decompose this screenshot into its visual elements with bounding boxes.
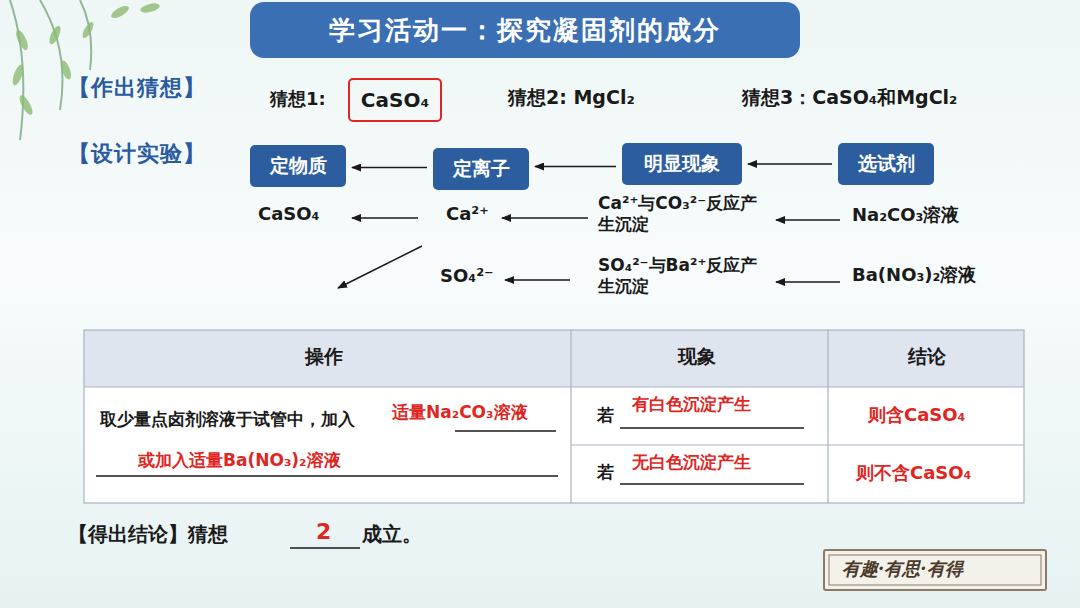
- title-text: 学习活动一：探究凝固剂的成分: [329, 13, 721, 48]
- phenomenon: SO₄²⁻与Ba²⁺反应产生沉淀: [598, 255, 768, 298]
- table-header: 现象: [678, 345, 716, 369]
- step-box: 选试剂: [838, 143, 934, 185]
- guess-label: 猜想3：CaSO₄和MgCl₂: [742, 86, 957, 110]
- answer-text: 或加入适量Ba(NO₃)₂溶液: [138, 450, 341, 471]
- answer-text: 2: [316, 518, 331, 546]
- conclusion-text: 【得出结论】猜想: [68, 522, 228, 547]
- conclusion-text: 成立。: [362, 522, 422, 547]
- guess-label: 猜想2: MgCl₂: [508, 86, 635, 110]
- section-heading: 【设计实验】: [68, 140, 206, 168]
- arrow-connector: [352, 167, 427, 169]
- answer-text: 无白色沉淀产生: [632, 452, 751, 473]
- arrow-connector: [748, 163, 832, 165]
- table-cell: 则含CaSO₄: [868, 404, 966, 427]
- title-band: 学习活动一：探究凝固剂的成分: [250, 2, 800, 58]
- ion: SO₄²⁻: [440, 265, 494, 288]
- step-box: 明显现象: [622, 143, 742, 185]
- phenomenon: Ca²⁺与CO₃²⁻反应产生沉淀: [598, 193, 768, 236]
- section-heading: 【作出猜想】: [68, 74, 206, 102]
- reagent: Ba(NO₃)₂溶液: [852, 264, 976, 287]
- box-text: CaSO₄: [361, 88, 429, 112]
- table-cell: 若: [597, 462, 614, 483]
- step-box: 定离子: [433, 148, 529, 190]
- highlight-box: CaSO₄: [348, 78, 442, 122]
- box-text: 选试剂: [858, 151, 915, 177]
- ion: Ca²⁺: [446, 203, 489, 226]
- box-text: 定物质: [270, 153, 327, 179]
- step-box: 定物质: [250, 145, 346, 187]
- box-text: 定离子: [453, 156, 510, 182]
- table-header: 操作: [305, 345, 343, 369]
- stamp-text: 有趣·有思·有得: [842, 558, 963, 581]
- answer-text: 适量Na₂CO₃溶液: [392, 402, 528, 423]
- table-header: 结论: [908, 345, 946, 369]
- answer-text: 有白色沉淀产生: [632, 394, 751, 415]
- box-text: 明显现象: [644, 151, 720, 177]
- table-cell: 若: [597, 405, 614, 426]
- guess-label: 猜想1:: [270, 88, 326, 111]
- table-cell: 则不含CaSO₄: [856, 462, 972, 485]
- substance: CaSO₄: [258, 203, 320, 226]
- arrow-connector: [535, 166, 616, 168]
- table-cell: 取少量点卤剂溶液于试管中，加入: [100, 409, 355, 430]
- reagent: Na₂CO₃溶液: [852, 204, 960, 227]
